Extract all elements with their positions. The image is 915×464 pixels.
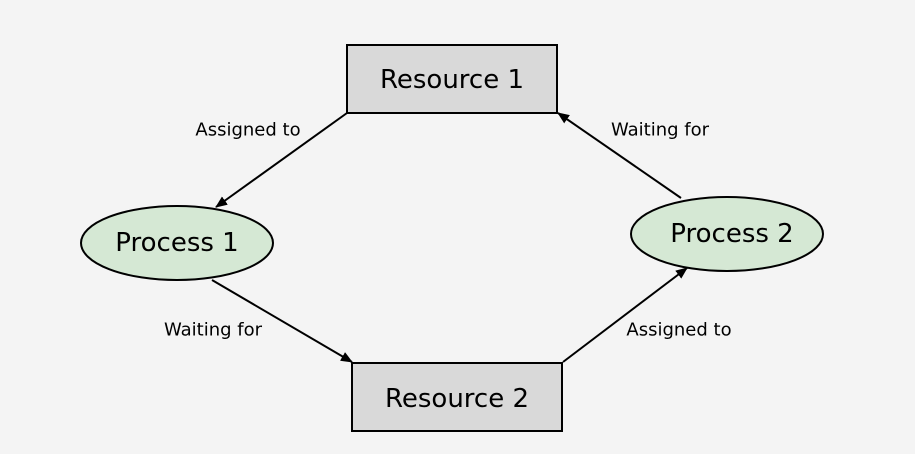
edge-label-assigned-to-process2: Assigned to	[626, 320, 731, 341]
resource1-node: Resource 1	[346, 44, 558, 114]
process1-ellipse	[80, 205, 274, 281]
edge-label-waiting-for-resource1: Waiting for	[611, 120, 710, 141]
resource1-box	[346, 44, 558, 114]
resource2-box	[351, 362, 563, 432]
process1-label: Process 1	[115, 228, 238, 258]
process2-label: Process 2	[670, 219, 793, 249]
edge-label-assigned-to-process1: Assigned to	[195, 120, 300, 141]
process1-node: Process 1	[80, 205, 274, 281]
resource1-label: Resource 1	[380, 65, 524, 95]
process2-node: Process 2	[630, 196, 824, 272]
edge-resource1-to-process1	[215, 112, 348, 208]
resource2-label: Resource 2	[385, 384, 529, 414]
resource2-node: Resource 2	[351, 362, 563, 432]
bottom-margin	[0, 454, 915, 464]
edge-label-waiting-for-resource2: Waiting for	[164, 320, 263, 341]
edge-process1-to-resource2	[211, 279, 353, 363]
edge-process2-to-resource1	[557, 112, 682, 199]
edge-resource2-to-process2	[562, 267, 688, 363]
process2-ellipse	[630, 196, 824, 272]
